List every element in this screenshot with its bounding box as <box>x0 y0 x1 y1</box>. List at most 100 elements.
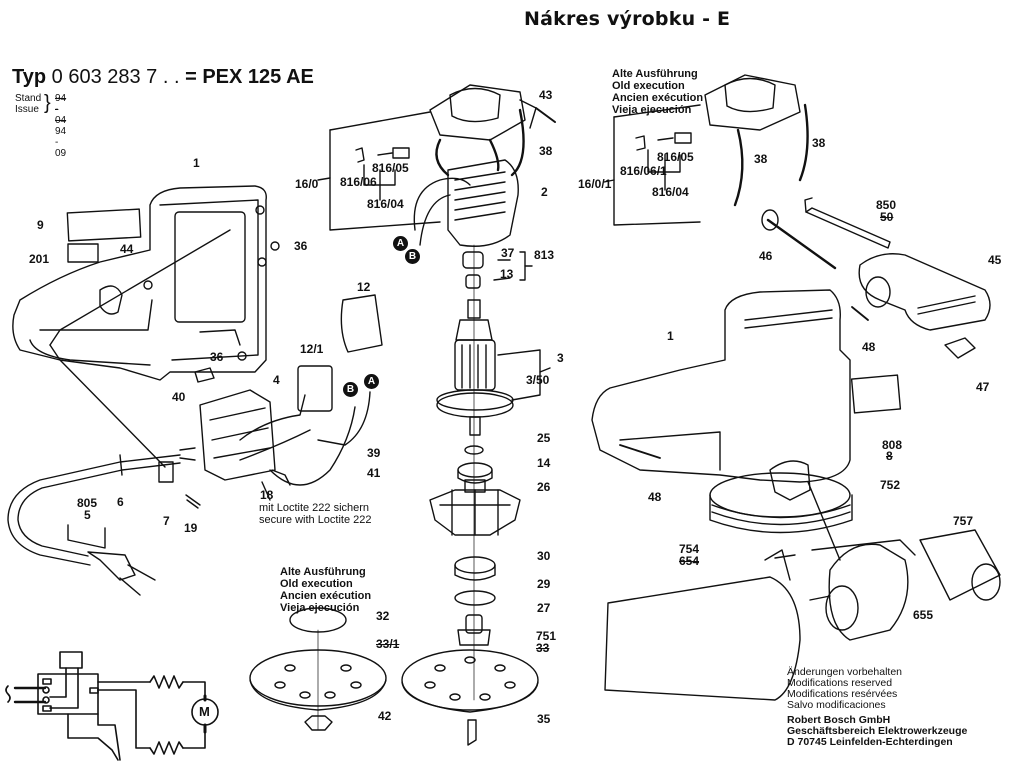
motor-housing-top <box>429 84 526 141</box>
connector-b-marker: B <box>405 249 420 264</box>
connector-a-marker: A <box>364 374 379 389</box>
part-label-1: 1 <box>667 329 674 343</box>
note-line: Ancien exécution <box>280 590 372 602</box>
part-label-32: 32 <box>376 609 390 623</box>
motor-symbol-label: M <box>199 704 210 719</box>
sanding-pad-old-33-1 <box>249 607 387 731</box>
part-label-751: 751 <box>536 629 557 643</box>
dust-ring-752 <box>709 472 853 534</box>
part-label-37: 37 <box>501 246 515 260</box>
part-label-19: 19 <box>184 521 198 535</box>
side-handle-45 <box>858 253 991 331</box>
cable-clamp-7 <box>158 461 174 483</box>
part-label-44: 44 <box>120 242 134 256</box>
model-type-line: Typ 0 603 283 7 . . = PEX 125 AE <box>12 66 314 89</box>
wire-a-top <box>413 177 471 231</box>
part-label-3: 3 <box>557 351 564 365</box>
issue-label: Issue <box>15 104 39 115</box>
part-label-754: 754 <box>679 542 700 556</box>
footer-block: Änderungen vorbehalten Modifications res… <box>787 667 967 748</box>
note-line: Alte Ausführung <box>612 68 698 80</box>
part-label-16-0: 16/0 <box>295 177 319 191</box>
footer-line: Modifications reserved <box>787 677 893 689</box>
note-line: Ancien exécution <box>612 92 704 104</box>
part-label-39: 39 <box>367 446 381 460</box>
dust-bag-754 <box>604 549 801 701</box>
typ-number: 0 603 283 7 . . <box>51 66 180 88</box>
fan-26 <box>429 479 521 536</box>
part-label-42: 42 <box>378 709 392 723</box>
part-label-8: 8 <box>886 449 893 463</box>
part-label-36: 36 <box>210 350 224 364</box>
part-label-5: 5 <box>84 508 91 522</box>
note-line: Vieja ejecución <box>280 602 360 614</box>
part-label-16-0-1: 16/0/1 <box>578 177 612 191</box>
wiring-diagram <box>5 651 219 761</box>
wire-a <box>317 391 371 446</box>
part-label-805: 805 <box>77 496 98 510</box>
note-line: Old execution <box>280 578 353 590</box>
part-label-40: 40 <box>172 390 186 404</box>
part-label-654: 654 <box>679 554 700 568</box>
footer-line: Modifications resérvées <box>787 688 898 700</box>
part-label-50: 50 <box>880 210 894 224</box>
field-coil-2 <box>447 159 519 247</box>
part-label-4: 4 <box>273 373 280 387</box>
note-line: Vieja ejecución <box>612 104 692 116</box>
part-label-816-06: 816/06 <box>340 175 377 189</box>
knob-47 <box>944 337 976 359</box>
company-line: Robert Bosch GmbH <box>787 714 891 726</box>
note-line: secure with Loctite 222 <box>259 514 372 526</box>
armature-3 <box>436 299 514 436</box>
part-label-752: 752 <box>880 478 901 492</box>
company-line: Geschäftsbereich Elektrowerkzeuge <box>787 725 968 737</box>
issue-value: 94 - 09 <box>55 126 67 159</box>
housing-half-left <box>12 185 267 381</box>
part-label-26: 26 <box>537 480 551 494</box>
model-name: = PEX 125 AE <box>185 66 314 88</box>
part-label-33: 33 <box>536 641 550 655</box>
part-label-29: 29 <box>537 577 551 591</box>
stand-value: 94 - 04 <box>55 93 67 126</box>
part-label-816-05: 816/05 <box>657 150 694 164</box>
label-plate-9 <box>66 208 142 242</box>
stand-label: Stand <box>15 93 42 104</box>
footer-line: Salvo modificaciones <box>787 699 886 711</box>
part-label-48: 48 <box>862 340 876 354</box>
note-line: mit Loctite 222 sichern <box>259 502 370 514</box>
wire-b <box>269 406 356 486</box>
revision-block: Stand Issue } 94 - 04 94 - 09 <box>15 93 66 159</box>
part-label-816-04: 816/04 <box>652 185 689 199</box>
old-execution-note-bottom: Alte Ausführung Old execution Ancien exé… <box>280 566 371 614</box>
strain-relief-40 <box>194 367 215 383</box>
part-label-38: 38 <box>754 152 768 166</box>
part-label-1: 1 <box>193 156 200 170</box>
part-label-48: 48 <box>648 490 662 504</box>
label-plate-201 <box>67 243 99 263</box>
connector-b-marker: B <box>343 382 358 397</box>
part-label-757: 757 <box>953 514 974 528</box>
company-line: D 70745 Leinfelden-Echterdingen <box>787 736 953 748</box>
typ-prefix: Typ <box>12 66 47 88</box>
part-label-12-1: 12/1 <box>300 342 324 356</box>
part-label-36: 36 <box>294 239 308 253</box>
motor-housing-top-old <box>704 74 801 131</box>
part-label-816-06-1: 816/06/1 <box>620 164 667 178</box>
part-label-27: 27 <box>537 601 551 615</box>
old-execution-note-top: Alte Ausführung Old execution Ancien exé… <box>612 68 703 116</box>
adapter-655 <box>825 543 909 641</box>
note-line: Old execution <box>612 80 685 92</box>
part-label-7: 7 <box>163 514 170 528</box>
part-label-25: 25 <box>537 431 551 445</box>
part-label-6: 6 <box>117 495 124 509</box>
note-line: Alte Ausführung <box>280 566 366 578</box>
suppressor-12 <box>340 294 383 353</box>
part-label-43: 43 <box>539 88 553 102</box>
part-label-30: 30 <box>537 549 551 563</box>
brace: } <box>44 92 51 114</box>
part-label-47: 47 <box>976 380 990 394</box>
part-label-38: 38 <box>812 136 826 150</box>
part-label-816-05: 816/05 <box>372 161 409 175</box>
connector-a-marker: A <box>393 236 408 251</box>
